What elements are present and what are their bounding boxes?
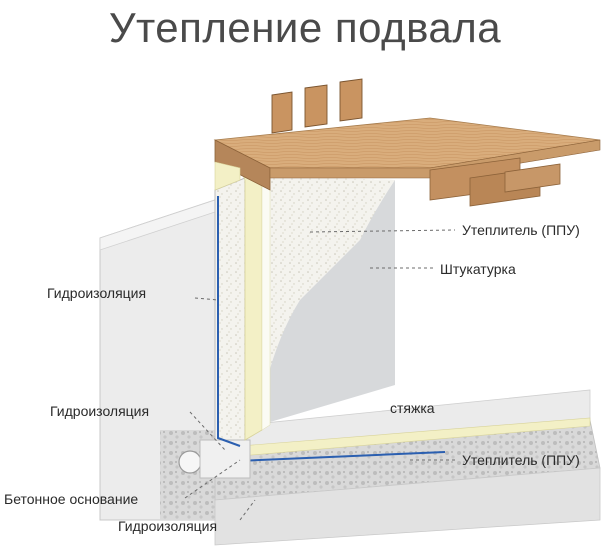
leader-waterproofing-bottom	[239, 499, 256, 521]
concrete-wall	[214, 177, 246, 441]
label-insulation-top: Утеплитель (ППУ)	[462, 222, 580, 238]
joist-3	[504, 163, 561, 193]
wall-top-cap	[214, 161, 241, 191]
ceiling-slab-edge	[214, 139, 271, 191]
label-plaster: Штукатурка	[440, 261, 516, 277]
ceiling-slab-front	[269, 139, 601, 179]
leader-insulation-top	[309, 229, 456, 233]
leader-concrete-base	[184, 459, 241, 499]
interior-wall-edge	[261, 159, 271, 431]
floor-waterproofing-line	[214, 451, 446, 463]
label-waterproofing-middle: Гидроизоляция	[50, 403, 149, 419]
label-concrete-base: Бетонное основание	[4, 491, 138, 507]
wall-waterproofing-line	[217, 196, 241, 447]
footing	[199, 439, 251, 479]
label-screed: стяжка	[390, 400, 435, 416]
leader-lines	[184, 229, 458, 521]
label-waterproofing-outer: Гидроизоляция	[47, 285, 146, 301]
leader-waterproofing-middle	[189, 411, 226, 451]
label-insulation-floor: Утеплитель (ППУ)	[462, 452, 580, 468]
label-waterproofing-bottom: Гидроизоляция	[118, 518, 217, 534]
stud-2	[304, 84, 328, 128]
diagram-title: Утепление подвала	[108, 4, 502, 51]
floor-front	[214, 467, 601, 546]
stud-1	[271, 91, 293, 134]
exposed-wall	[258, 176, 395, 400]
stud-3	[339, 78, 363, 122]
leader-waterproofing-outer	[194, 297, 219, 301]
drainage-pipe	[178, 450, 202, 474]
